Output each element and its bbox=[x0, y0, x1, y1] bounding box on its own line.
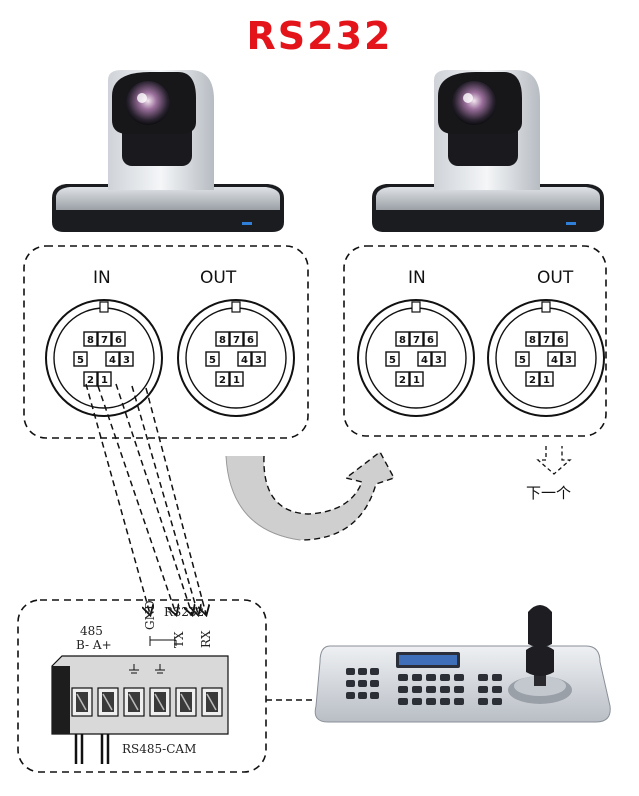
terminal-slot bbox=[71, 687, 93, 717]
din-pin-number: 2 bbox=[399, 375, 406, 386]
rs232-wires bbox=[85, 383, 206, 614]
keypad-key bbox=[440, 674, 450, 681]
din-pin-number: 3 bbox=[123, 355, 130, 366]
keypad-key bbox=[370, 668, 379, 675]
terminal-slot bbox=[201, 687, 223, 717]
din-pin-number: 1 bbox=[413, 375, 420, 386]
daisy-chain-arrow bbox=[225, 450, 396, 541]
keypad-key bbox=[426, 686, 436, 693]
din-pin-number: 7 bbox=[101, 335, 108, 346]
keypad-key bbox=[346, 692, 355, 699]
din-pin-number: 1 bbox=[233, 375, 240, 386]
keypad-key bbox=[492, 698, 502, 705]
din-pin-number: 4 bbox=[109, 355, 116, 366]
keypad-key bbox=[492, 674, 502, 681]
din-pin-number: 4 bbox=[421, 355, 428, 366]
terminal-block bbox=[51, 636, 229, 764]
terminal-slot bbox=[149, 664, 171, 717]
terminal-slot bbox=[97, 687, 119, 717]
keypad-key bbox=[370, 680, 379, 687]
keypad-key bbox=[426, 674, 436, 681]
din-pin-number: 1 bbox=[101, 375, 108, 386]
camera-left-port-box bbox=[23, 245, 309, 439]
keypad-key bbox=[398, 674, 408, 681]
diagram-title: RS232 bbox=[246, 14, 393, 58]
keypad-key bbox=[398, 686, 408, 693]
keypad-key bbox=[412, 686, 422, 693]
keypad-key bbox=[478, 686, 488, 693]
din-pin-number: 5 bbox=[519, 355, 526, 366]
next-device-label: 下一个 bbox=[526, 484, 572, 502]
din-pin-number: 8 bbox=[87, 335, 94, 346]
next-arrow bbox=[536, 446, 572, 475]
keypad-key bbox=[412, 674, 422, 681]
keypad-key bbox=[492, 686, 502, 693]
keypad-key bbox=[454, 698, 464, 705]
keypad-key bbox=[478, 674, 488, 681]
din-pin-number: 4 bbox=[241, 355, 248, 366]
camera-right-out-label: OUT bbox=[537, 268, 574, 288]
ptz-camera-left bbox=[52, 70, 284, 232]
camera-left-out-label: OUT bbox=[200, 268, 237, 288]
din-pin-number: 8 bbox=[219, 335, 226, 346]
rs485-cam-label: RS485-CAM bbox=[122, 742, 197, 756]
keypad-key bbox=[358, 668, 367, 675]
keypad-key bbox=[358, 680, 367, 687]
keypad-key bbox=[346, 668, 355, 675]
keypad-key bbox=[454, 686, 464, 693]
keypad-key bbox=[370, 692, 379, 699]
keypad-key bbox=[440, 698, 450, 705]
terminal-slot bbox=[175, 687, 197, 717]
din-pin-number: 2 bbox=[219, 375, 226, 386]
keypad-key bbox=[346, 680, 355, 687]
keypad-key bbox=[454, 674, 464, 681]
din-pin-number: 6 bbox=[115, 335, 122, 346]
keypad-key bbox=[478, 698, 488, 705]
gnd-label: GND bbox=[143, 600, 157, 630]
rx-label: RX bbox=[199, 630, 213, 648]
din-pin-number: 6 bbox=[247, 335, 254, 346]
keypad-key bbox=[398, 698, 408, 705]
din-pin-number: 2 bbox=[87, 375, 94, 386]
keypad-key bbox=[412, 698, 422, 705]
ptz-camera-right bbox=[372, 70, 604, 232]
camera-left-in-label: IN bbox=[93, 268, 111, 288]
din-pin-number: 3 bbox=[565, 355, 572, 366]
din-pin-number: 6 bbox=[557, 335, 564, 346]
din-pin-number: 7 bbox=[543, 335, 550, 346]
ptz-keyboard-controller bbox=[314, 605, 611, 723]
rs485-pins-label: B- A+ bbox=[76, 638, 112, 652]
tx-label: TX bbox=[172, 631, 186, 648]
din-pin-number: 5 bbox=[389, 355, 396, 366]
din-pin-number: 8 bbox=[399, 335, 406, 346]
din-pin-number: 8 bbox=[529, 335, 536, 346]
din-pin-number: 6 bbox=[427, 335, 434, 346]
controller-box bbox=[17, 599, 267, 773]
rs232-label: RS232 bbox=[164, 605, 205, 619]
din-pin-number: 3 bbox=[255, 355, 262, 366]
din-pin-number: 2 bbox=[529, 375, 536, 386]
din-pin-number: 4 bbox=[551, 355, 558, 366]
camera-right-in-label: IN bbox=[408, 268, 426, 288]
din-pin-number: 7 bbox=[413, 335, 420, 346]
camera-right-port-box bbox=[343, 245, 607, 437]
keypad-key bbox=[426, 698, 436, 705]
din-pin-number: 5 bbox=[77, 355, 84, 366]
din-pin-number: 1 bbox=[543, 375, 550, 386]
keypad-key bbox=[358, 692, 367, 699]
keypad-key bbox=[440, 686, 450, 693]
din-pin-number: 7 bbox=[233, 335, 240, 346]
din-pin-number: 3 bbox=[435, 355, 442, 366]
rs485-label: 485 bbox=[80, 624, 103, 638]
din-pin-number: 5 bbox=[209, 355, 216, 366]
terminal-slot bbox=[123, 664, 145, 717]
